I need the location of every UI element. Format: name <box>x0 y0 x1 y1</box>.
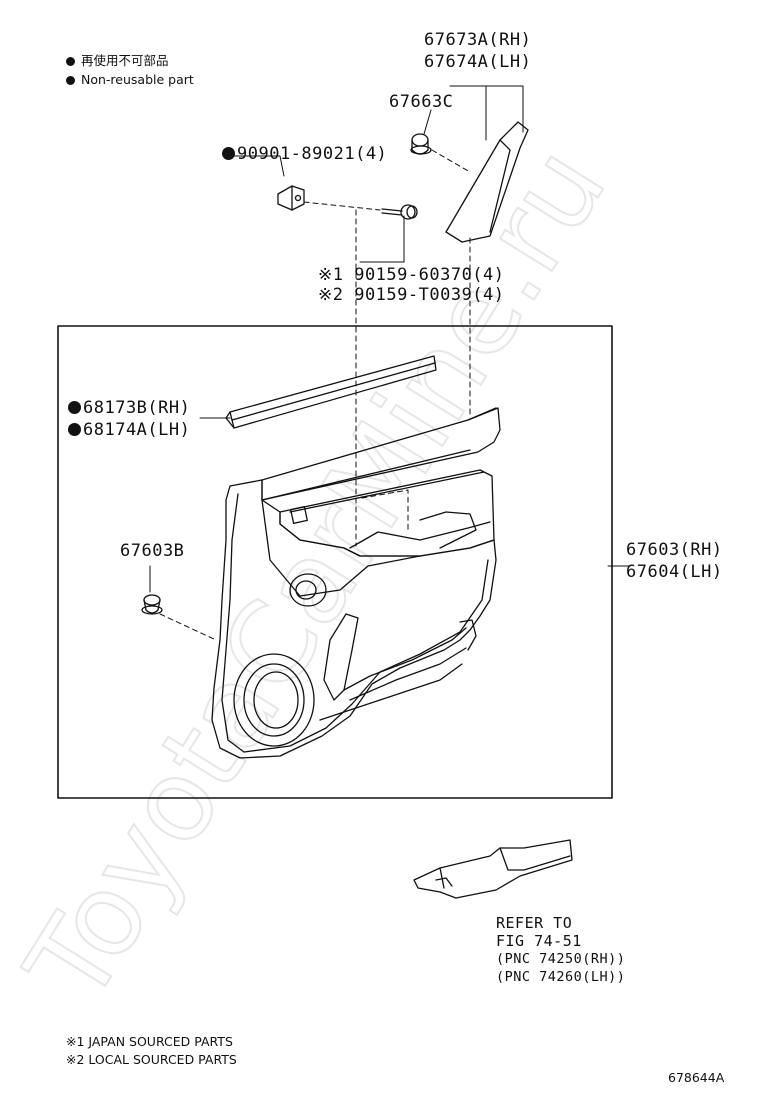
label-67674a: 67674A(LH) <box>424 52 532 72</box>
footnote-1: ※1 JAPAN SOURCED PARTS <box>66 1034 233 1049</box>
weatherstrip-68173b <box>225 355 437 429</box>
bullet-icon <box>66 57 75 66</box>
clip-90901 <box>277 185 305 211</box>
label-67604lh: 67604(LH) <box>626 562 723 582</box>
non-reusable-bullet-icon <box>68 423 81 436</box>
door-trim-panel <box>211 407 501 759</box>
clip-67603b <box>141 594 163 615</box>
dashed-lines <box>159 149 471 641</box>
garnish-67673a <box>445 121 529 243</box>
label-90159-jp: ※1 90159-60370(4) <box>318 265 505 285</box>
clip-67663c <box>410 133 432 155</box>
label-68173b: 68173B(RH) <box>68 400 190 417</box>
legend-row-en: Non-reusable part <box>66 71 194 87</box>
armrest-base-74250 <box>413 839 573 899</box>
non-reusable-bullet-icon <box>68 401 81 414</box>
refer-pnc-lh: (PNC 74260(LH)) <box>496 969 626 985</box>
screw-90159 <box>381 204 418 220</box>
label-67663c: 67663C <box>389 92 454 112</box>
label-68173b-text: 68173B(RH) <box>83 398 191 418</box>
legend-en-text: Non-reusable part <box>81 71 194 87</box>
label-67603b: 67603B <box>120 541 185 561</box>
label-67603rh: 67603(RH) <box>626 540 723 560</box>
label-68174a-text: 68174A(LH) <box>83 420 191 440</box>
label-90901: 90901-89021(4) <box>222 146 387 163</box>
label-90901-text: 90901-89021(4) <box>237 144 388 164</box>
legend: 再使用不可部品 Non-reusable part <box>66 53 194 87</box>
footnote-2: ※2 LOCAL SOURCED PARTS <box>66 1052 237 1067</box>
label-90159-local: ※2 90159-T0039(4) <box>318 285 505 305</box>
figure-code: 678644A <box>668 1070 725 1085</box>
leader-lines <box>149 85 631 593</box>
non-reusable-bullet-icon <box>222 147 235 160</box>
refer-line-1: REFER TO <box>496 914 573 932</box>
legend-row-jp: 再使用不可部品 <box>66 53 194 68</box>
label-67673a: 67673A(RH) <box>424 30 532 50</box>
assembly-frame <box>57 325 613 799</box>
refer-pnc-rh: (PNC 74250(RH)) <box>496 951 626 967</box>
label-68174a: 68174A(LH) <box>68 422 190 439</box>
bullet-icon <box>66 75 75 85</box>
refer-line-2: FIG 74-51 <box>496 932 582 950</box>
legend-jp-text: 再使用不可部品 <box>81 53 169 68</box>
